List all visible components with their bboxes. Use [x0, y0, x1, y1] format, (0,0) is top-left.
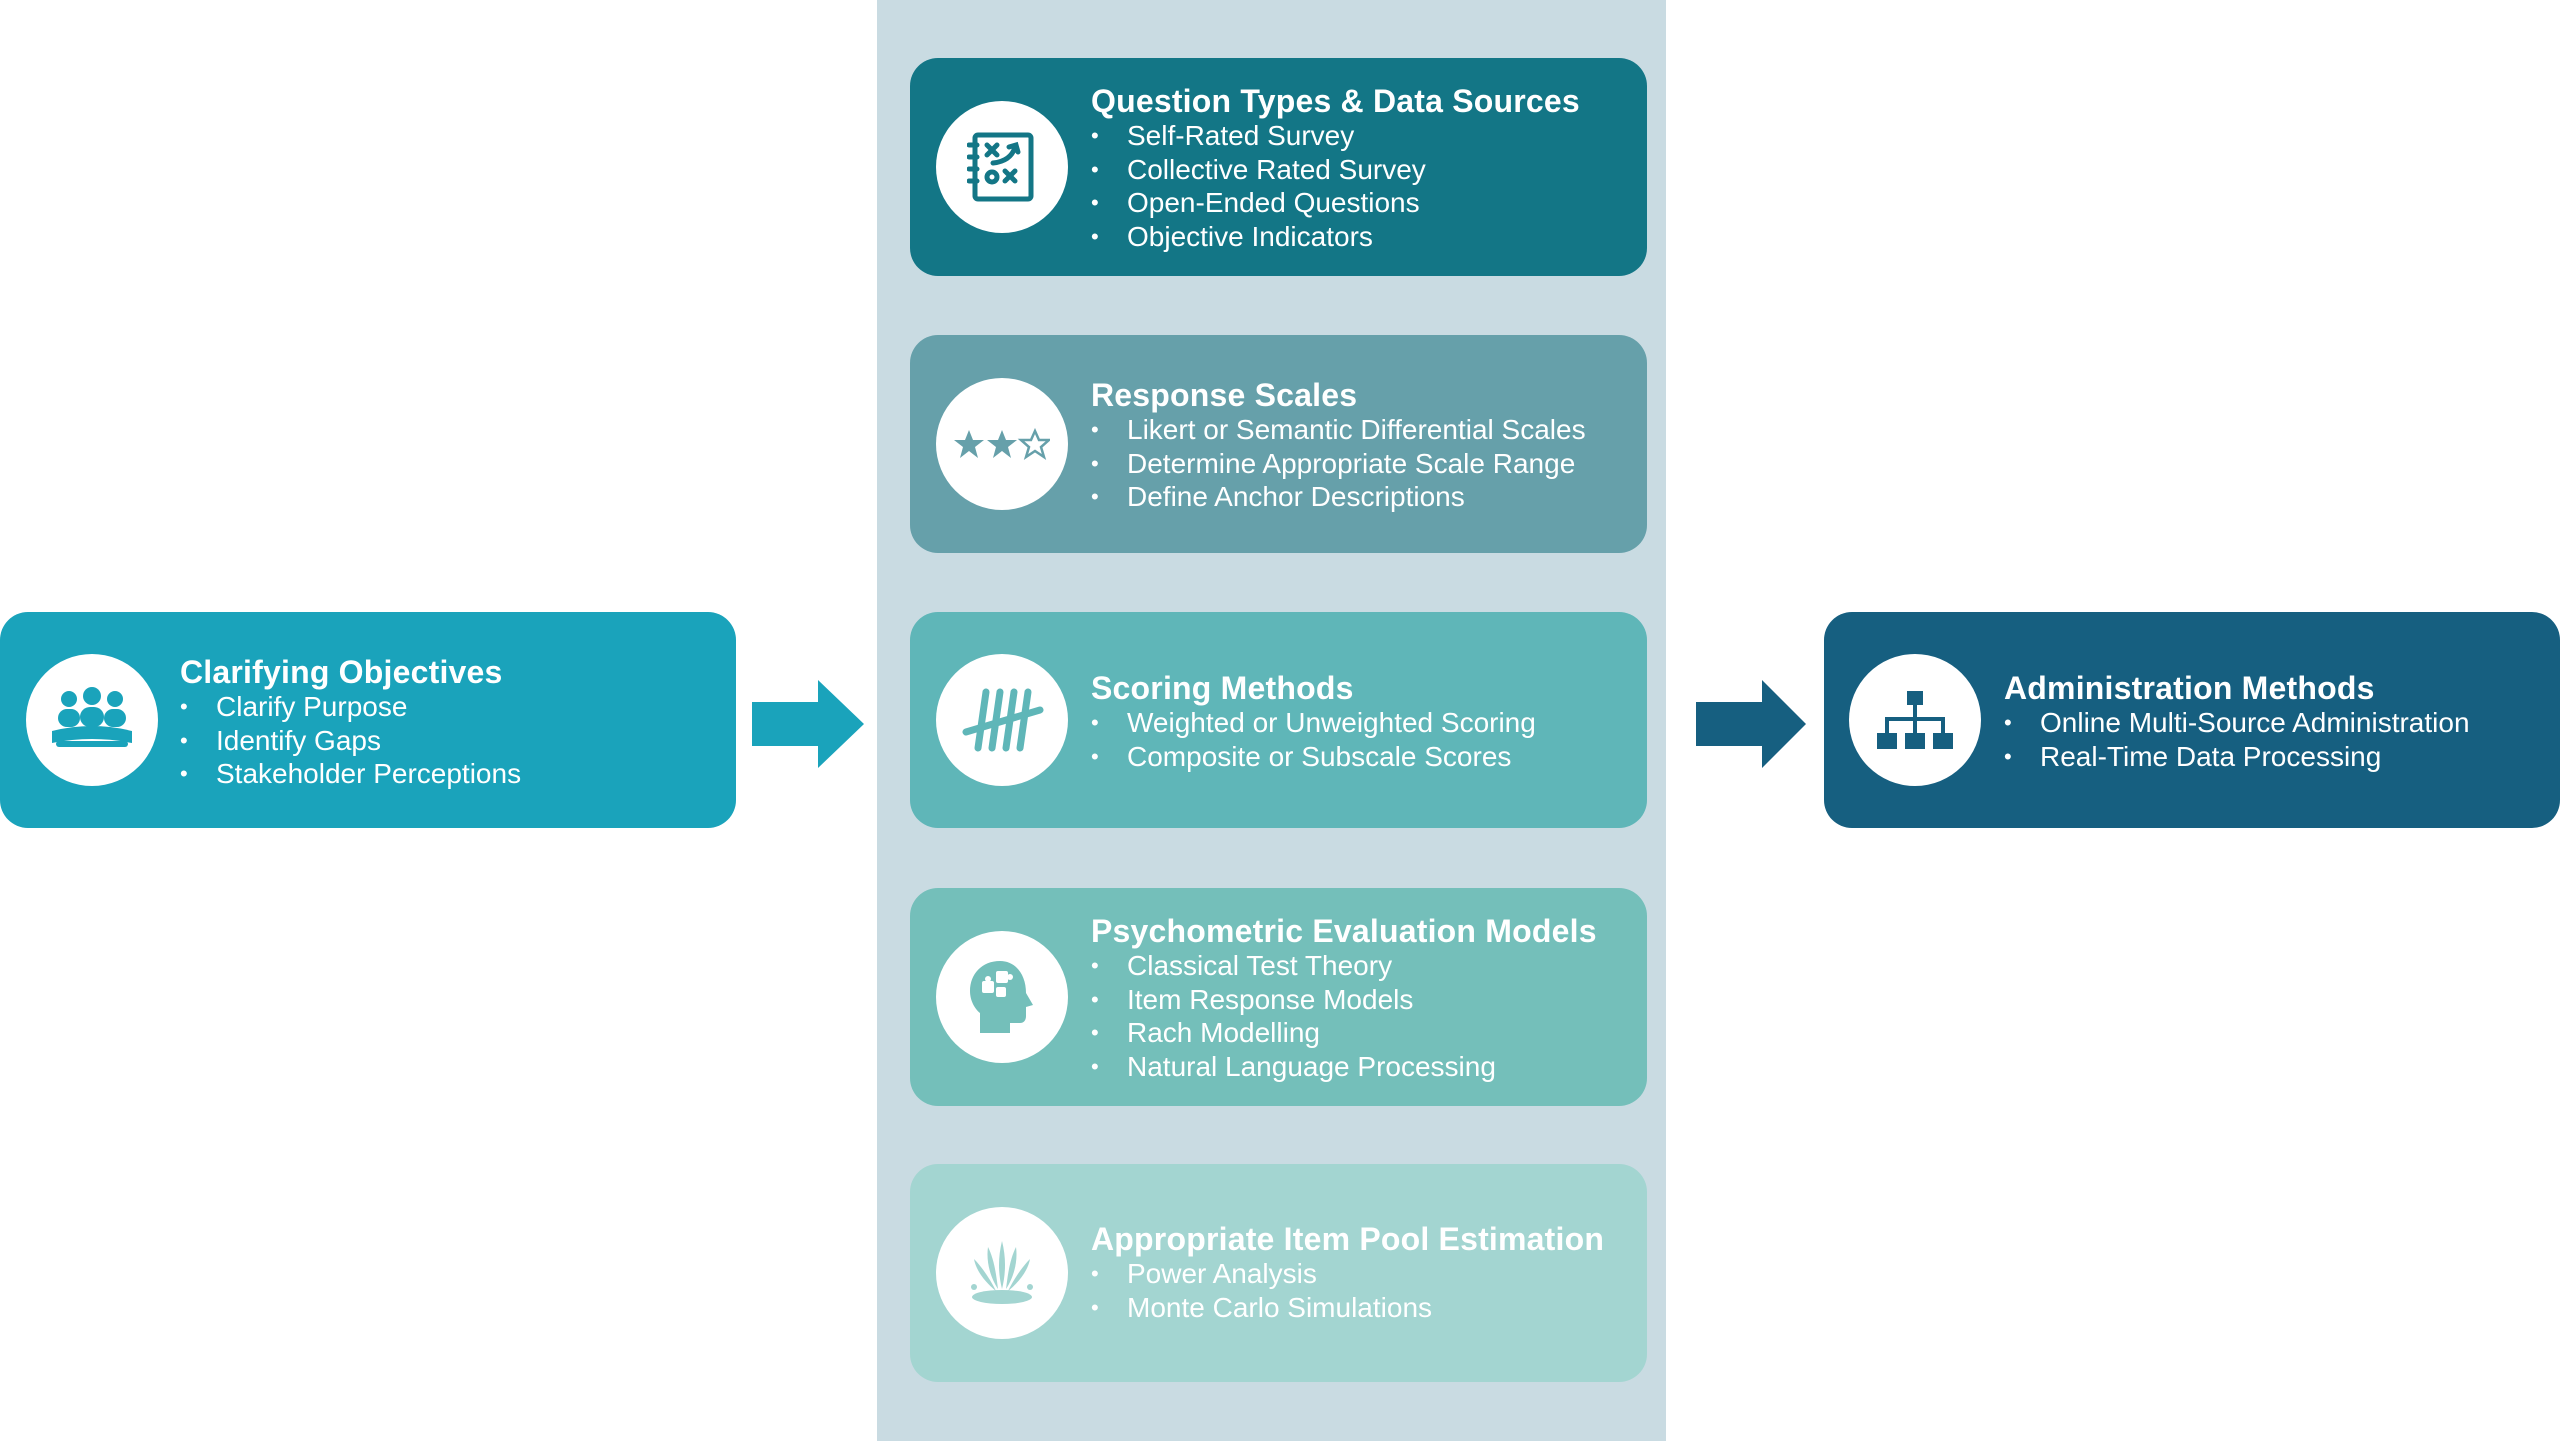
- list-item: Rach Modelling: [1091, 1016, 1597, 1050]
- tally-marks-icon: [936, 654, 1068, 786]
- strategy-board-icon: [936, 101, 1068, 233]
- star-rating-icon: [936, 378, 1068, 510]
- card-title: Question Types & Data Sources: [1091, 83, 1580, 119]
- list-item: Determine Appropriate Scale Range: [1091, 447, 1586, 481]
- arrow-right-icon: [1696, 680, 1806, 768]
- list-item: Classical Test Theory: [1091, 949, 1597, 983]
- list-item: Power Analysis: [1091, 1257, 1604, 1291]
- list-item: Identify Gaps: [180, 724, 521, 758]
- group-meeting-icon: [26, 654, 158, 786]
- list-item: Objective Indicators: [1091, 220, 1580, 254]
- list-item: Define Anchor Descriptions: [1091, 480, 1586, 514]
- head-puzzle-icon: [936, 931, 1068, 1063]
- arrow-right-icon: [752, 680, 864, 768]
- list-item: Natural Language Processing: [1091, 1050, 1597, 1084]
- list-item: Item Response Models: [1091, 983, 1597, 1017]
- card-title: Administration Methods: [2004, 670, 2375, 706]
- org-chart-icon: [1849, 654, 1981, 786]
- list-item: Weighted or Unweighted Scoring: [1091, 706, 1536, 740]
- list-item: Real-Time Data Processing: [2004, 740, 2470, 774]
- card-title: Scoring Methods: [1091, 670, 1354, 706]
- card-clarifying-objectives: Clarifying Objectives Clarify Purpose Id…: [0, 612, 736, 828]
- card-title: Response Scales: [1091, 377, 1358, 413]
- list-item: Self-Rated Survey: [1091, 119, 1580, 153]
- card-title: Appropriate Item Pool Estimation: [1091, 1221, 1605, 1257]
- card-item-pool-estimation: Appropriate Item Pool Estimation Power A…: [910, 1164, 1647, 1382]
- card-question-types: Question Types & Data Sources Self-Rated…: [910, 58, 1647, 276]
- fountain-icon: [936, 1207, 1068, 1339]
- list-item: Online Multi-Source Administration: [2004, 706, 2470, 740]
- card-administration-methods: Administration Methods Online Multi-Sour…: [1824, 612, 2560, 828]
- list-item: Collective Rated Survey: [1091, 153, 1580, 187]
- card-psychometric-models: Psychometric Evaluation Models Classical…: [910, 888, 1647, 1106]
- list-item: Open-Ended Questions: [1091, 186, 1580, 220]
- card-title: Psychometric Evaluation Models: [1091, 913, 1597, 949]
- card-scoring-methods: Scoring Methods Weighted or Unweighted S…: [910, 612, 1647, 828]
- list-item: Monte Carlo Simulations: [1091, 1291, 1604, 1325]
- list-item: Clarify Purpose: [180, 690, 521, 724]
- card-response-scales: Response Scales Likert or Semantic Diffe…: [910, 335, 1647, 553]
- list-item: Composite or Subscale Scores: [1091, 740, 1536, 774]
- list-item: Likert or Semantic Differential Scales: [1091, 413, 1586, 447]
- card-title: Clarifying Objectives: [180, 654, 503, 690]
- list-item: Stakeholder Perceptions: [180, 757, 521, 791]
